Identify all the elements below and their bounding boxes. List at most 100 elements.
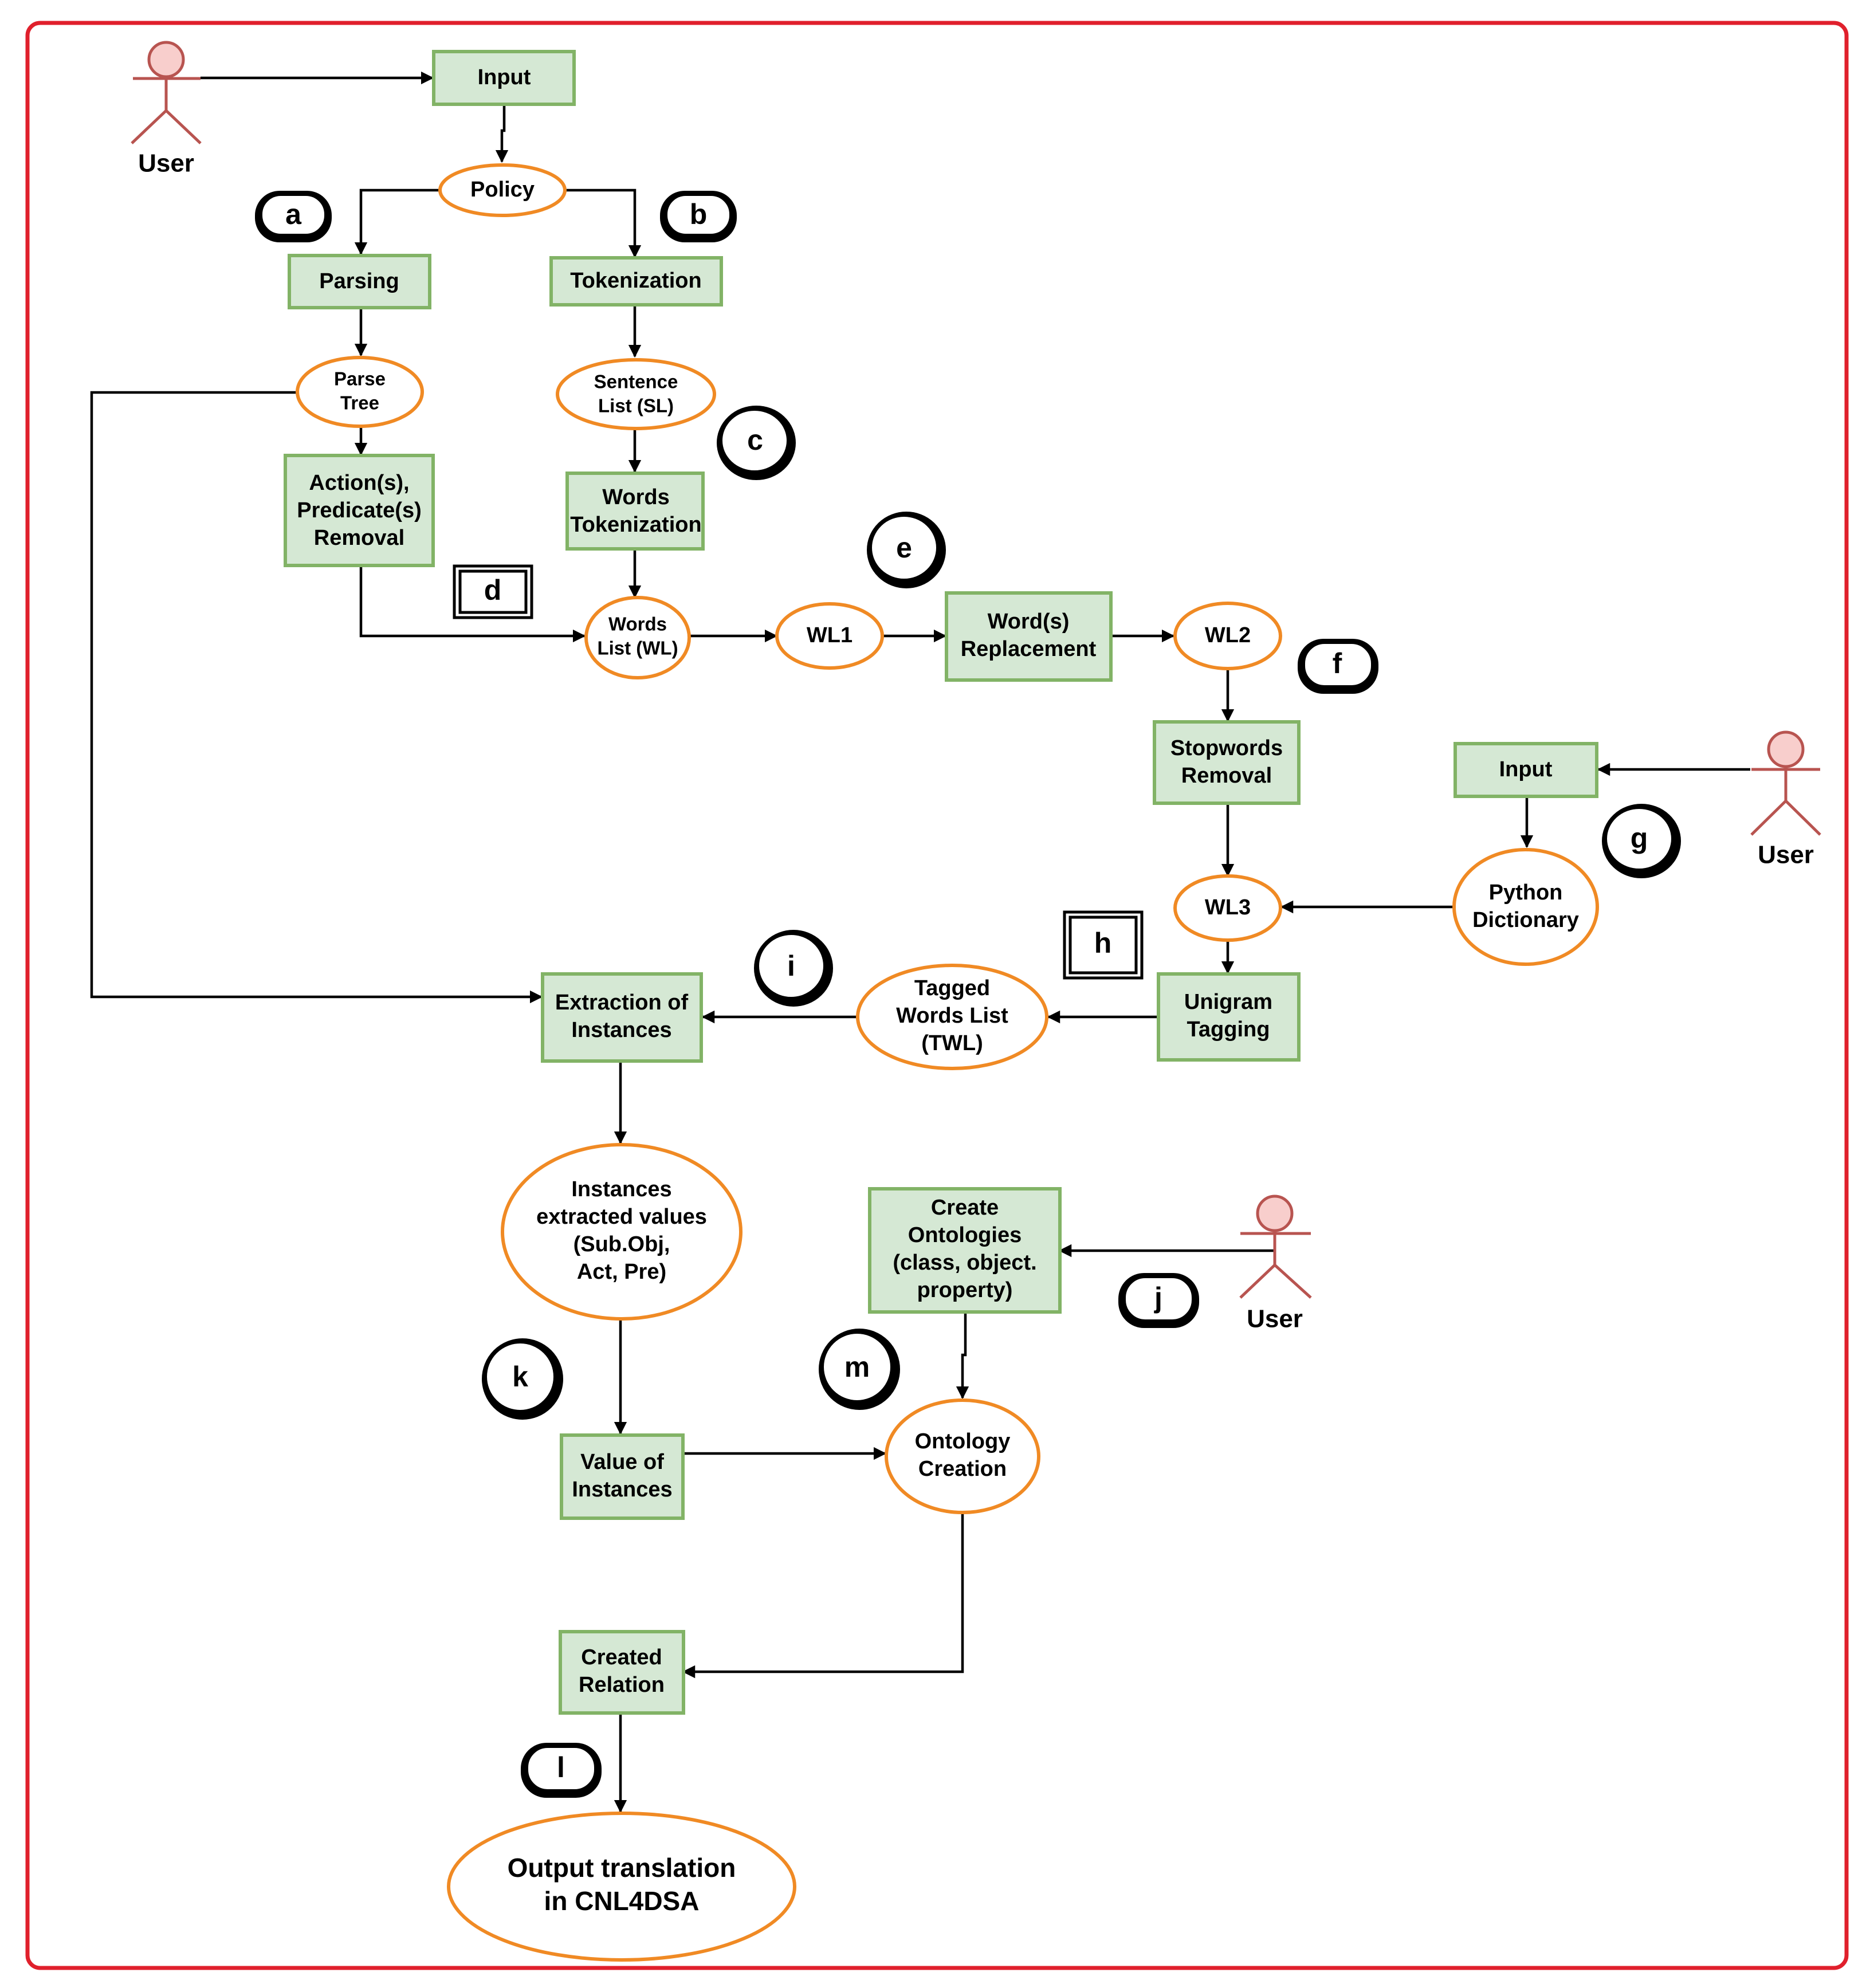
step-letter: b [690, 198, 708, 230]
node-tokenization: Tokenization [549, 256, 723, 307]
step-label-a: a [255, 191, 332, 242]
step-letter: a [285, 198, 302, 230]
node-wl3: WL3 [1173, 874, 1282, 942]
step-label-c: c [717, 406, 796, 480]
node-label-line1: Ontology [915, 1429, 1011, 1453]
node-actions-removal: Action(s), Predicate(s) Removal [284, 454, 435, 567]
node-label: Input [478, 65, 531, 89]
step-letter: h [1094, 927, 1112, 959]
user-figure [131, 77, 202, 144]
node-output: Output translation in CNL4DSA [447, 1812, 796, 1962]
node-label-line1: Sentence [594, 371, 678, 392]
user-bottom: User [1239, 1195, 1312, 1333]
step-label-l: l [521, 1743, 602, 1798]
step-letter: m [844, 1351, 870, 1383]
edge-actions-wl [359, 565, 586, 643]
node-label: Input [1499, 757, 1553, 781]
step-label-h: h [1063, 910, 1144, 980]
node-stopwords-removal: Stopwords Removal [1153, 720, 1301, 805]
user-figure [1239, 1231, 1312, 1299]
node-word-replacement: Word(s) Replacement [945, 591, 1113, 682]
node-label-line2: extracted values [536, 1205, 707, 1229]
node-label-line1: Python [1489, 881, 1563, 905]
node-value-instances: Value of Instances [560, 1433, 685, 1520]
node-label-line1: Unigram [1184, 990, 1272, 1014]
step-letter: c [747, 424, 763, 456]
step-label-d: d [453, 564, 533, 619]
step-letter: f [1333, 647, 1342, 679]
node-words-list: Words List (WL) [584, 596, 691, 679]
node-label-line1: Action(s), [309, 471, 409, 495]
step-letter: d [484, 574, 502, 606]
node-label-line1: Tagged [914, 976, 990, 1000]
node-label-line1: Word(s) [988, 610, 1070, 634]
node-ontology-creation: Ontology Creation [885, 1398, 1040, 1514]
step-letter: e [896, 532, 912, 564]
step-label-b: b [660, 191, 737, 242]
node-label-line2: List (SL) [598, 395, 674, 417]
node-extraction-instances: Extraction of Instances [541, 972, 703, 1063]
node-label-line2: List (WL) [597, 638, 678, 659]
node-python-dictionary: Python Dictionary [1452, 848, 1599, 966]
step-letter: l [557, 1751, 565, 1783]
user-head [1767, 730, 1805, 768]
node-label-line2: Tokenization [570, 513, 701, 537]
step-label-i: i [754, 930, 833, 1007]
node-label-line1: Value of [580, 1450, 664, 1474]
node-label-line3: (Sub.Obj, [573, 1232, 670, 1256]
node-wl2: WL2 [1173, 602, 1282, 670]
node-label-line1: Create [931, 1196, 999, 1220]
node-label-line2: Creation [918, 1457, 1007, 1481]
step-label-f: f [1298, 639, 1378, 694]
node-created-relation: Created Relation [559, 1630, 685, 1715]
node-instances-values: Instances extracted values (Sub.Obj, Act… [501, 1143, 743, 1321]
node-parse-tree: Parse Tree [296, 356, 424, 428]
user-label: User [138, 150, 194, 178]
node-label-line2: Instances [572, 1478, 672, 1502]
node-policy: Policy [438, 163, 567, 217]
user-head [147, 41, 185, 78]
node-label-line2: Predicate(s) [297, 498, 422, 522]
step-letter: k [512, 1361, 528, 1393]
node-input-top: Input [432, 50, 576, 106]
node-wl1: WL1 [775, 602, 884, 670]
edges [90, 71, 1750, 1813]
node-label-line2: Removal [1181, 764, 1272, 788]
node-label-line3: (class, object. [893, 1251, 1036, 1275]
node-unigram-tagging: Unigram Tagging [1157, 972, 1301, 1062]
step-label-e: e [867, 512, 946, 588]
node-sentence-list: Sentence List (SL) [556, 358, 716, 430]
node-label-line2: Words List [896, 1004, 1008, 1028]
user-label: User [1247, 1305, 1303, 1333]
user-top-left: User [131, 41, 202, 178]
node-label: WL3 [1205, 895, 1251, 920]
node-label-line1: Parse [334, 368, 386, 390]
node-label-line2: Tree [340, 392, 379, 414]
node-input-right: Input [1453, 742, 1598, 798]
edge-policy-tokenization [565, 188, 642, 258]
step-label-j: j [1118, 1273, 1199, 1328]
node-label-line3: Removal [314, 526, 404, 550]
node-label-line2: Replacement [961, 637, 1097, 661]
node-label: Tokenization [570, 269, 701, 293]
node-label: WL1 [807, 623, 853, 647]
node-label-line1: Words [608, 614, 667, 635]
user-head [1256, 1195, 1294, 1232]
node-create-ontologies: Create Ontologies (class, object. proper… [868, 1187, 1062, 1314]
edge-parsetree-extraction [90, 391, 543, 1004]
user-figure [1750, 767, 1821, 836]
node-label-line1: Extraction of [555, 991, 689, 1015]
node-label-line2: Instances [571, 1018, 671, 1042]
node-label-line1: Created [581, 1645, 662, 1669]
node-tagged-words-list: Tagged Words List (TWL) [856, 964, 1048, 1070]
node-label-line2: in CNL4DSA [544, 1886, 700, 1916]
node-label-line1: Stopwords [1170, 736, 1283, 760]
user-right: User [1750, 730, 1821, 869]
node-label-line2: Dictionary [1472, 908, 1579, 932]
node-label-line1: Words [602, 485, 670, 509]
step-label-g: g [1602, 804, 1681, 878]
step-letter: j [1154, 1282, 1162, 1314]
step-label-m: m [819, 1329, 900, 1410]
node-label-line2: Tagging [1187, 1017, 1270, 1042]
